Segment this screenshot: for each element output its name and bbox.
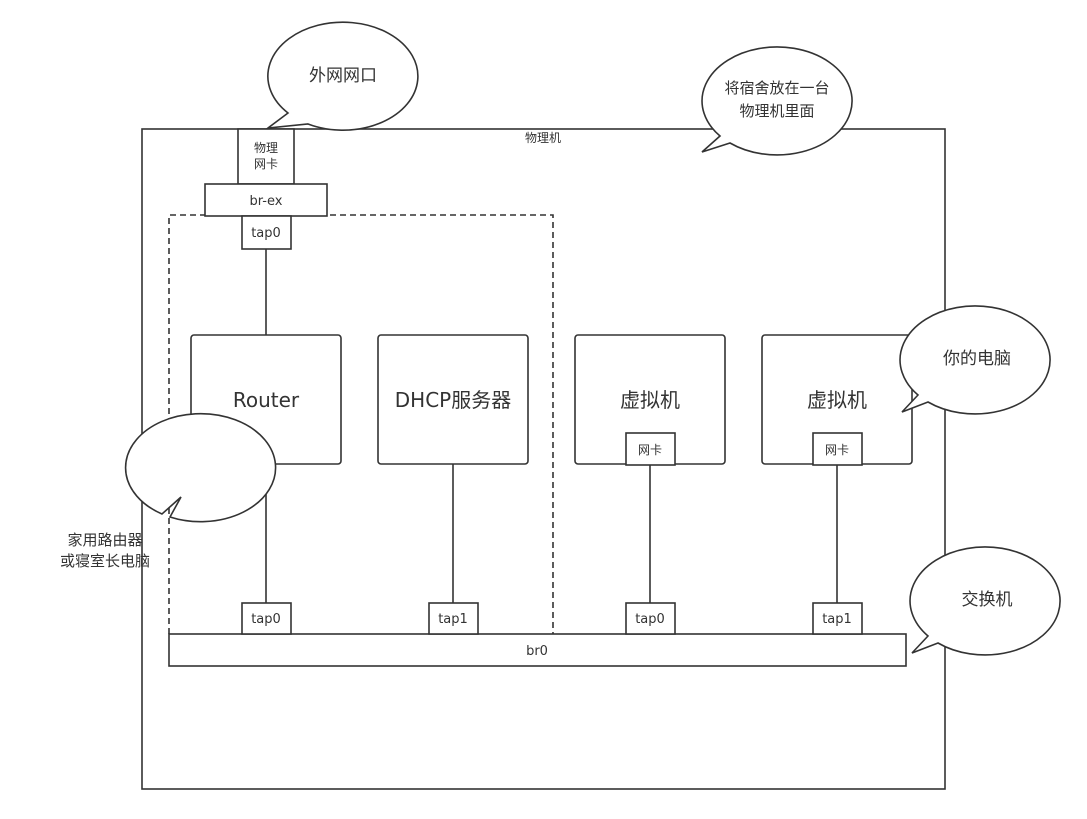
dhcp-tap-box <box>428 602 479 635</box>
vm2-tap-label: tap1 <box>822 612 852 627</box>
router-tap-box <box>241 602 292 635</box>
callout-switch-bubble <box>909 546 1061 656</box>
br0-box <box>168 633 907 667</box>
callout-home-router-text-1: 家用路由器 <box>67 531 142 549</box>
vm1-tap-box <box>625 602 676 635</box>
callout-external-text: 外网网口 <box>309 66 377 86</box>
callout-dorm-bubble <box>701 46 853 156</box>
router-tap-label: tap0 <box>251 612 281 627</box>
tap-top-label: tap0 <box>251 226 281 241</box>
physical-nic-label-1: 物理 <box>254 141 278 155</box>
vm1-tap-label: tap0 <box>635 612 665 627</box>
br0-label: br0 <box>526 644 548 659</box>
callout-your-pc-text: 你的电脑 <box>943 349 1011 369</box>
vm1-nic-label: 网卡 <box>638 443 662 457</box>
br-ex-box <box>204 183 328 217</box>
callout-external-bubble <box>265 21 419 131</box>
tap-top-box <box>241 215 292 250</box>
callout-dorm-text-1: 将宿舍放在一台 <box>724 79 829 97</box>
physical-nic-label-2: 网卡 <box>254 157 278 171</box>
physical-machine-label: 物理机 <box>525 131 561 145</box>
vm2-label: 虚拟机 <box>807 388 867 412</box>
dhcp-tap-label: tap1 <box>438 612 468 627</box>
callout-switch-text: 交换机 <box>962 590 1013 610</box>
callout-home-router-text-2: 或寝室长电脑 <box>60 552 150 570</box>
callout-home-router-bubble <box>124 412 277 523</box>
callout-dorm-text-2: 物理机里面 <box>739 102 814 120</box>
vm1-nic-box <box>625 432 676 466</box>
vm2-tap-box <box>812 602 863 635</box>
br-ex-label: br-ex <box>250 194 283 209</box>
home-router-boundary <box>168 214 554 634</box>
vm2-nic-box <box>812 432 863 466</box>
router-label: Router <box>233 388 300 412</box>
dhcp-label: DHCP服务器 <box>395 388 511 412</box>
dhcp-box <box>377 334 529 465</box>
vm1-label: 虚拟机 <box>620 388 680 412</box>
callout-your-pc-bubble <box>899 305 1051 415</box>
vm2-nic-label: 网卡 <box>825 443 849 457</box>
